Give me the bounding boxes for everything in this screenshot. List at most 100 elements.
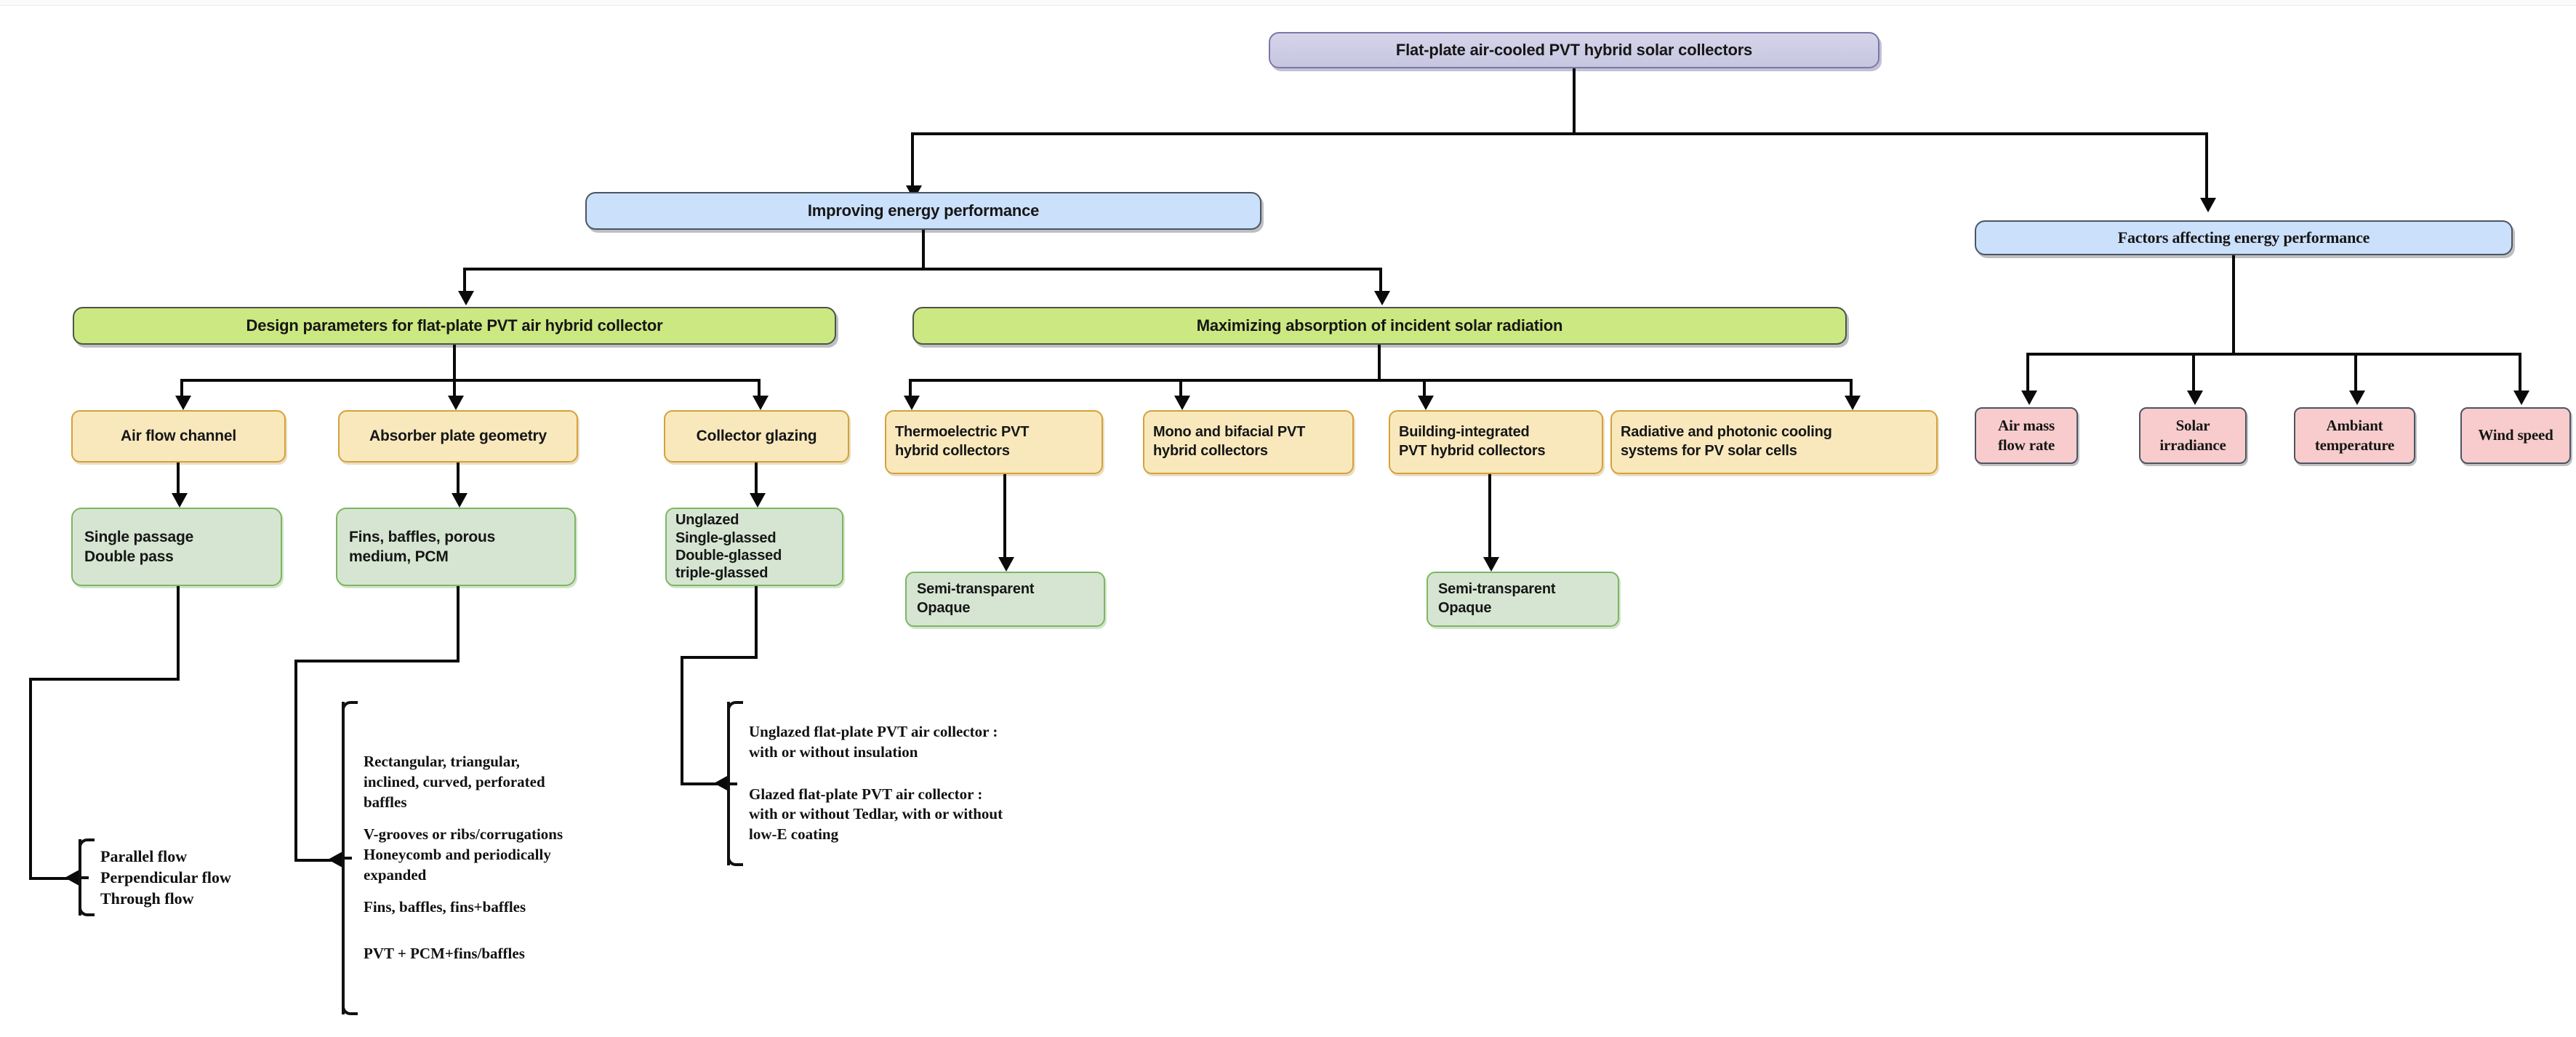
connector-airflow-brace-v2 xyxy=(29,678,32,880)
node-ambiant-temperature-label: Ambiant temperature xyxy=(2314,416,2395,454)
arrow-to-mono-bifacial-pvt xyxy=(1174,396,1190,410)
node-maximizing-absorption[interactable]: Maximizing absorption of incident solar … xyxy=(912,307,1847,345)
node-fins-baffles-porous-medium-pcm[interactable]: Fins, baffles, porous medium, PCM xyxy=(336,508,576,586)
arrow-to-radiative-photonic-cooling xyxy=(1845,396,1861,410)
arrow-to-absorber-plate-geometry xyxy=(448,396,464,410)
connector-airflow-brace-v1 xyxy=(177,586,180,681)
arrow-to-semi-transparent-2 xyxy=(1483,557,1499,572)
node-semi-transparent-opaque-2[interactable]: Semi-transparent Opaque xyxy=(1427,572,1619,627)
node-ambiant-temperature[interactable]: Ambiant temperature xyxy=(2294,407,2415,464)
brace-left-curly-airflow xyxy=(71,838,95,916)
node-absorber-plate-geometry-label: Absorber plate geometry xyxy=(369,428,547,445)
connector-root-stem xyxy=(1573,68,1576,134)
node-collector-glazing-label: Collector glazing xyxy=(696,428,817,445)
node-factors-affecting-energy-performance[interactable]: Factors affecting energy performance xyxy=(1975,220,2513,255)
connector-factors-stem xyxy=(2232,255,2235,355)
arrow-to-ambiant-temperature xyxy=(2349,391,2365,405)
node-fins-baffles-porous-medium-pcm-label: Fins, baffles, porous medium, PCM xyxy=(349,528,496,565)
node-air-mass-flow-rate[interactable]: Air mass flow rate xyxy=(1975,407,2078,464)
arrow-to-building-integrated-pvt xyxy=(1418,396,1434,410)
node-radiative-photonic-cooling-label: Radiative and photonic cooling systems f… xyxy=(1621,424,1832,459)
node-single-passage-double-pass-label: Single passage Double pass xyxy=(84,528,194,565)
node-air-flow-channel-label: Air flow channel xyxy=(121,428,236,445)
brace-item: V-grooves or ribs/corrugations Honeycomb… xyxy=(364,825,563,884)
node-collector-glazing[interactable]: Collector glazing xyxy=(664,410,849,463)
connector-factor-drop-4 xyxy=(2519,353,2521,395)
brace-group-glazing: Unglazed flat-plate PVT air collector : … xyxy=(720,701,1171,866)
node-improving-energy-performance[interactable]: Improving energy performance xyxy=(585,192,1261,230)
connector-root-right-drop xyxy=(2205,132,2208,202)
connector-absorber-brace-h1 xyxy=(294,660,460,662)
connector-glazing-brace-h1 xyxy=(681,656,758,659)
connector-max-drop-2 xyxy=(1179,379,1182,401)
connector-improving-bus xyxy=(463,268,1382,271)
node-solar-irradiance-label: Solar irradiance xyxy=(2159,416,2226,454)
connector-improving-stem xyxy=(922,230,925,269)
node-design-parameters-label: Design parameters for flat-plate PVT air… xyxy=(246,316,663,335)
arrow-to-single-passage xyxy=(172,493,188,508)
connector-glazing-brace-h2 xyxy=(681,782,721,785)
node-wind-speed[interactable]: Wind speed xyxy=(2460,407,2571,464)
connector-absorber-brace-v2 xyxy=(294,660,297,862)
connector-airflow-brace-h2 xyxy=(29,877,71,880)
node-glazing-options[interactable]: Unglazed Single-glassed Double-glassed t… xyxy=(665,508,843,586)
arrow-to-thermoelectric-pvt xyxy=(904,396,920,410)
page-top-border xyxy=(0,0,2576,6)
connector-factor-drop-2 xyxy=(2192,353,2195,395)
connector-glazing-brace-v2 xyxy=(681,656,683,785)
node-root-label: Flat-plate air-cooled PVT hybrid solar c… xyxy=(1395,40,1753,59)
node-building-integrated-pvt-hybrid-collectors[interactable]: Building-integrated PVT hybrid collector… xyxy=(1389,410,1603,474)
node-semi-transparent-opaque-1-label: Semi-transparent Opaque xyxy=(917,581,1035,616)
node-thermoelectric-pvt-hybrid-collectors[interactable]: Thermoelectric PVT hybrid collectors xyxy=(885,410,1103,474)
arrow-to-semi-transparent-1 xyxy=(998,557,1014,572)
node-root[interactable]: Flat-plate air-cooled PVT hybrid solar c… xyxy=(1269,32,1879,68)
connector-maximizing-stem xyxy=(1378,345,1381,381)
connector-airflow-down xyxy=(177,463,180,497)
brace-group-air-flow: Parallel flow Perpendicular flow Through… xyxy=(71,838,326,916)
brace-left-curly-absorber xyxy=(334,701,358,1015)
node-design-parameters[interactable]: Design parameters for flat-plate PVT air… xyxy=(73,307,836,345)
node-absorber-plate-geometry[interactable]: Absorber plate geometry xyxy=(338,410,578,463)
brace-left-curly-glazing xyxy=(720,701,743,866)
connector-factors-bus xyxy=(2026,353,2521,356)
connector-absorber-brace-h2 xyxy=(294,859,334,862)
node-wind-speed-label: Wind speed xyxy=(2478,426,2553,444)
arrow-to-wind-speed xyxy=(2513,391,2529,405)
connector-building-integrated-down xyxy=(1488,474,1491,563)
brace-group-absorber: Rectangular, triangular, inclined, curve… xyxy=(334,701,713,1015)
arrow-to-solar-irradiance xyxy=(2187,391,2203,405)
node-single-passage-double-pass[interactable]: Single passage Double pass xyxy=(71,508,282,586)
brace-items-glazing: Unglazed flat-plate PVT air collector : … xyxy=(739,722,1003,845)
node-semi-transparent-opaque-2-label: Semi-transparent Opaque xyxy=(1438,581,1556,616)
node-solar-irradiance[interactable]: Solar irradiance xyxy=(2139,407,2247,464)
arrow-to-collector-glazing xyxy=(753,396,769,410)
connector-design-drop-3 xyxy=(758,379,761,401)
brace-items-absorber: Rectangular, triangular, inclined, curve… xyxy=(353,752,563,964)
connector-design-bus xyxy=(180,379,761,382)
node-air-flow-channel[interactable]: Air flow channel xyxy=(71,410,286,463)
node-air-mass-flow-rate-label: Air mass flow rate xyxy=(1997,416,2055,454)
connector-design-drop-1 xyxy=(180,379,183,401)
connector-max-drop-1 xyxy=(909,379,912,401)
brace-item: Unglazed flat-plate PVT air collector : … xyxy=(749,723,998,761)
connector-glazing-down xyxy=(755,463,758,497)
connector-improving-right-drop xyxy=(1379,268,1382,297)
arrow-to-unglazed-list xyxy=(750,493,766,508)
connector-factor-drop-3 xyxy=(2354,353,2357,395)
brace-items-air-flow: Parallel flow Perpendicular flow Through… xyxy=(90,846,231,909)
node-improving-energy-performance-label: Improving energy performance xyxy=(807,201,1040,220)
arrow-to-air-mass-flow-rate xyxy=(2021,391,2037,405)
node-factors-affecting-energy-performance-label: Factors affecting energy performance xyxy=(2117,228,2370,247)
node-mono-bifacial-pvt-hybrid-collectors[interactable]: Mono and bifacial PVT hybrid collectors xyxy=(1143,410,1354,474)
arrow-to-air-flow-channel xyxy=(175,396,191,410)
node-semi-transparent-opaque-1[interactable]: Semi-transparent Opaque xyxy=(905,572,1105,627)
connector-root-bus xyxy=(911,132,2208,135)
connector-max-drop-4 xyxy=(1850,379,1853,401)
node-thermoelectric-pvt-label: Thermoelectric PVT hybrid collectors xyxy=(895,424,1030,459)
node-glazing-options-label: Unglazed Single-glassed Double-glassed t… xyxy=(675,512,782,582)
arrow-to-maximizing-absorption xyxy=(1374,291,1390,305)
connector-absorber-brace-v1 xyxy=(457,586,460,662)
connector-design-drop-2 xyxy=(453,379,456,401)
node-radiative-photonic-cooling-systems[interactable]: Radiative and photonic cooling systems f… xyxy=(1610,410,1938,474)
connector-maximizing-bus xyxy=(909,379,1853,382)
